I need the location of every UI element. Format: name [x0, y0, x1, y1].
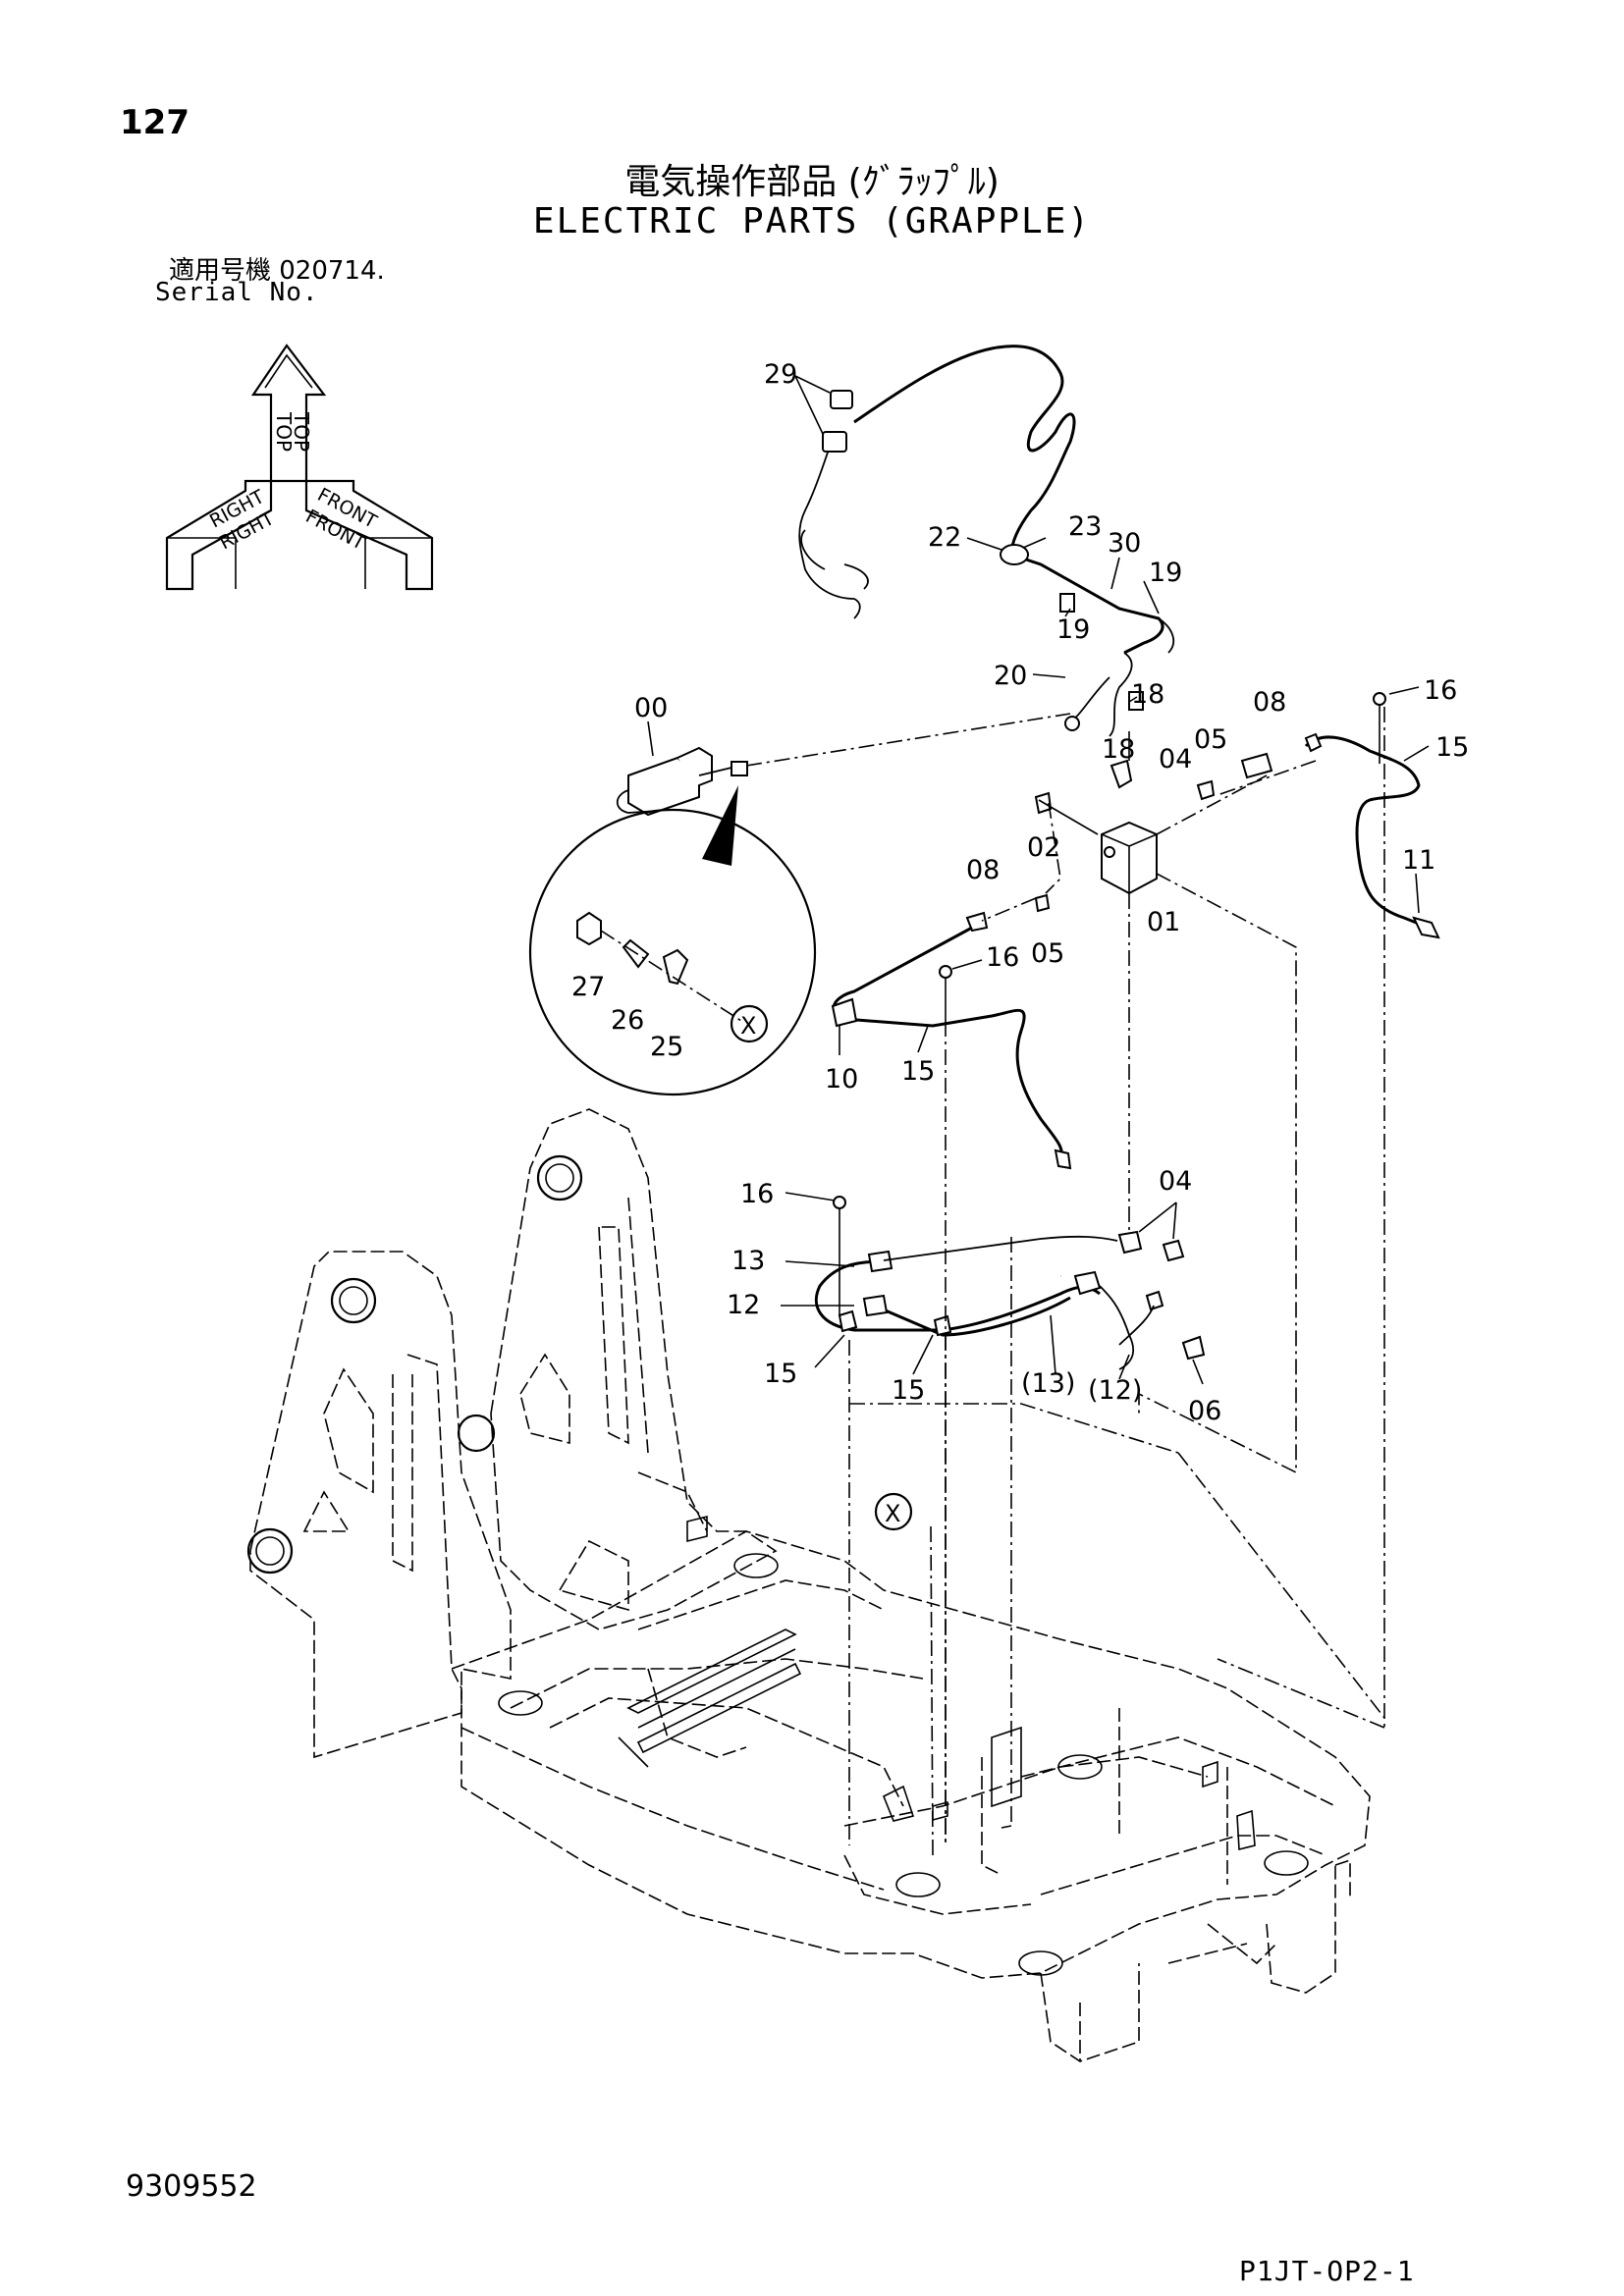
upper-leader-lines	[794, 375, 1160, 703]
orientation-top-label: TOP	[290, 411, 313, 452]
callout-16-lower: 16	[740, 1179, 774, 1209]
callout-10: 10	[825, 1064, 858, 1095]
callout-00: 00	[634, 693, 668, 723]
callout-12-paren: (12)	[1088, 1375, 1142, 1406]
callout-x-detail: X	[740, 1012, 756, 1040]
connector-assembly-00	[616, 713, 1071, 866]
callout-30: 30	[1108, 528, 1141, 559]
page-number: 127	[120, 103, 189, 142]
callout-13: 13	[731, 1246, 765, 1276]
cable-11	[1304, 686, 1440, 939]
title-english: ELECTRIC PARTS (GRAPPLE)	[532, 201, 1092, 241]
callout-18-upper: 18	[1131, 679, 1164, 710]
upper-wire-harness	[798, 345, 1175, 737]
valve-block-01	[1034, 731, 1273, 895]
callout-22: 22	[928, 522, 961, 553]
callout-16-upper: 16	[1424, 675, 1457, 706]
callout-27: 27	[571, 972, 605, 1002]
assembly-leader-lines	[848, 707, 1385, 1856]
callout-05-lower: 05	[1031, 938, 1064, 969]
callout-26: 26	[611, 1005, 644, 1036]
callout-15-middle: 15	[901, 1056, 935, 1087]
title-japanese: 電気操作部品 (ｸﾞﾗｯﾌﾟﾙ)	[624, 162, 1000, 202]
callout-05-upper: 05	[1194, 724, 1227, 755]
page-code: P1JT-OP2-1	[1239, 2255, 1415, 2287]
callout-12: 12	[727, 1290, 760, 1320]
callout-08-lower: 08	[966, 855, 1000, 885]
callout-x-frame: X	[885, 1500, 900, 1527]
callout-20: 20	[994, 661, 1027, 691]
orientation-indicator: TOP TOP RIGHT RIGHT FRONT FRONT	[165, 344, 434, 591]
detail-marker-x	[874, 1492, 913, 1531]
callout-06: 06	[1188, 1396, 1221, 1426]
callout-04-upper: 04	[1159, 744, 1192, 774]
callout-15-lower-left: 15	[764, 1359, 797, 1389]
callout-15-lower-right: 15	[892, 1375, 925, 1406]
document-number: 9309552	[126, 2169, 257, 2204]
callout-01: 01	[1147, 907, 1180, 937]
callout-15-upper: 15	[1435, 732, 1469, 763]
callout-25: 25	[650, 1032, 683, 1062]
cable-10	[831, 893, 1072, 1170]
callout-29: 29	[764, 359, 797, 390]
callout-04-lower: 04	[1159, 1166, 1192, 1197]
detail-circle-x	[528, 808, 817, 1096]
callout-08-upper: 08	[1253, 687, 1286, 718]
callout-02: 02	[1027, 832, 1060, 863]
callout-labels: 29 22 23 30 19 19 20 18 18 00 04 05 08 1…	[571, 359, 1469, 1527]
cables-12-13	[781, 1192, 1206, 1385]
serial-label-english: Serial No.	[155, 278, 319, 307]
callout-13-paren: (13)	[1021, 1368, 1075, 1399]
callout-19-upper: 19	[1149, 558, 1182, 588]
serial-label-japanese: 適用号機 020714.	[169, 256, 385, 286]
callout-16-middle: 16	[986, 942, 1019, 973]
callout-23: 23	[1068, 511, 1102, 542]
callout-18-lower: 18	[1102, 734, 1135, 765]
orientation-top-label-2: TOP	[272, 411, 296, 452]
machine-frame	[246, 1108, 1371, 2062]
callout-19-lower: 19	[1056, 614, 1090, 645]
callout-11: 11	[1402, 845, 1435, 876]
